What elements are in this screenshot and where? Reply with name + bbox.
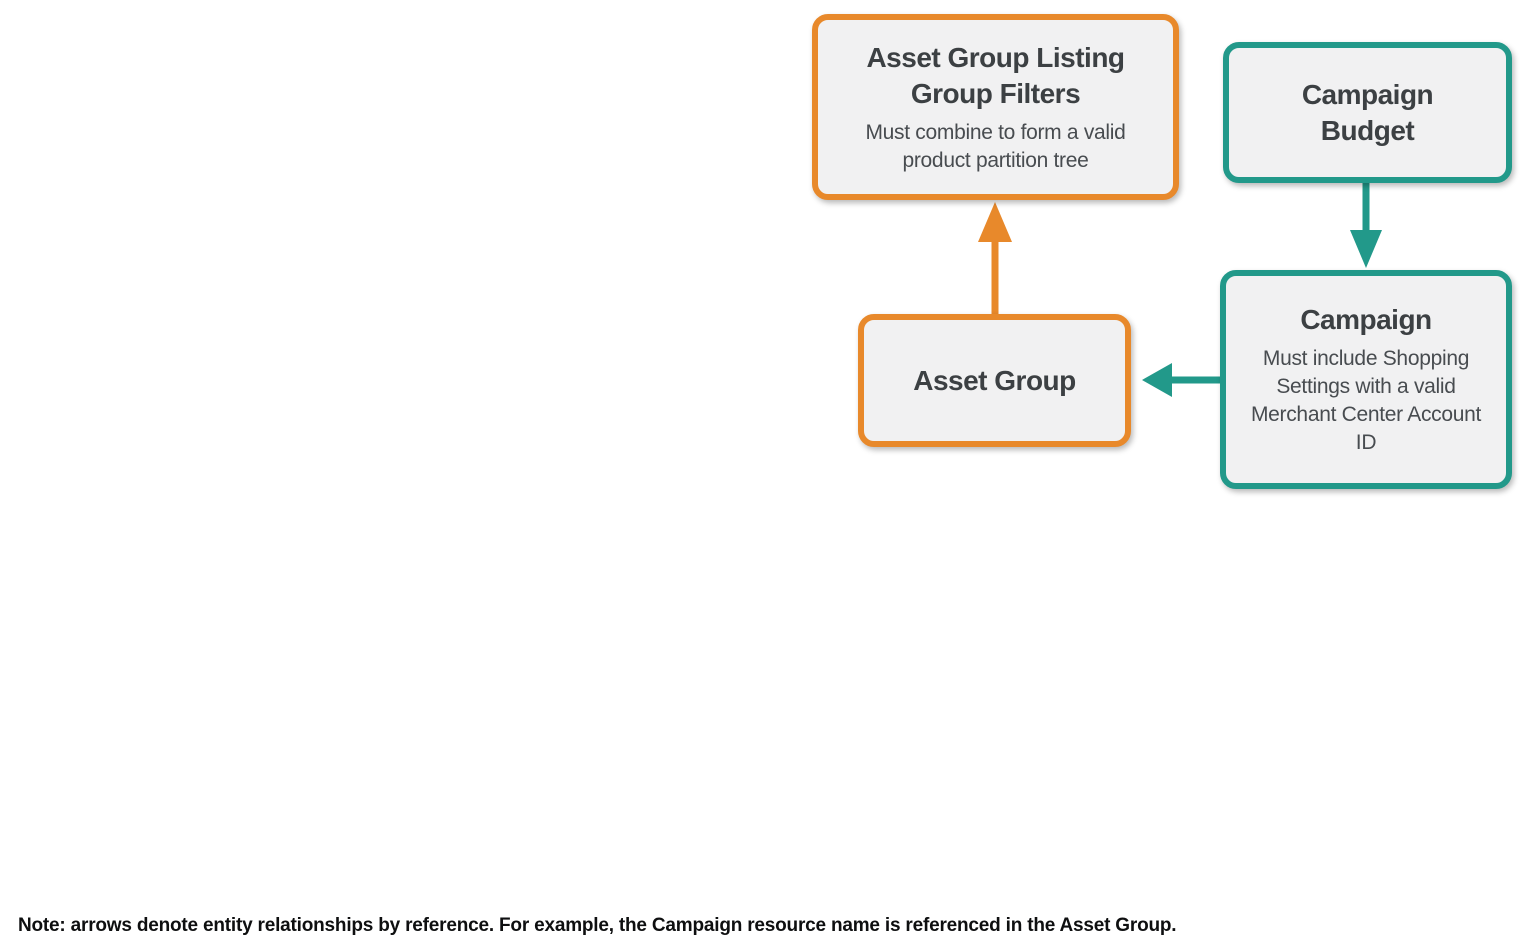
node-campaign: Campaign Must include Shopping Settings … <box>1220 270 1512 489</box>
arrow-campaign-to-asset-group-head <box>1142 363 1172 397</box>
footnote: Note: arrows denote entity relationships… <box>18 915 1177 936</box>
node-title: Campaign <box>1300 304 1432 335</box>
node-subtitle: Must include Shopping Settings with a va… <box>1250 347 1482 454</box>
node-campaign-budget: Campaign Budget <box>1223 42 1512 183</box>
node-asset-group-listing-group-filters: Asset Group Listing Group Filters Must c… <box>812 14 1179 200</box>
node-subtitle: Must combine to form a valid product par… <box>865 120 1126 172</box>
node-asset-group: Asset Group <box>858 314 1131 447</box>
arrow-asset-group-to-filters-head <box>978 202 1012 242</box>
node-title: Campaign Budget <box>1301 78 1434 146</box>
node-title: Asset Group Listing Group Filters <box>866 41 1125 109</box>
arrow-budget-to-campaign-head <box>1350 230 1382 268</box>
node-title: Asset Group <box>913 364 1076 396</box>
